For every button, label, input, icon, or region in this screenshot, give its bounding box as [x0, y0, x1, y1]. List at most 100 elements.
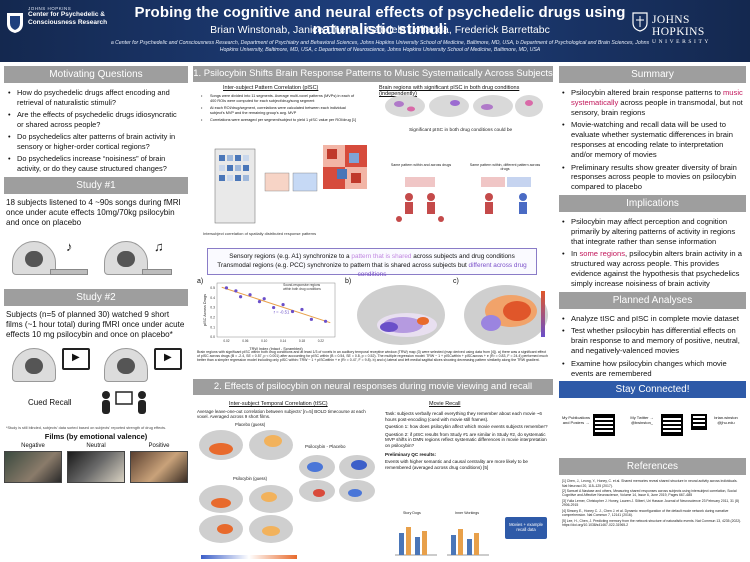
scatter-point — [262, 297, 266, 301]
inner-workings-title: Inner Workings — [455, 511, 480, 515]
publications-label: My Publications and Posters → — [561, 415, 590, 426]
list-item: Movie-watching and recall data will be u… — [562, 120, 743, 159]
recall-q1: Question 1: how does psilocybin affect w… — [385, 424, 548, 430]
mri-bed-icon — [142, 268, 172, 275]
poster-affiliations: a Center for Psychedelic and Consciousne… — [110, 40, 650, 53]
implications-list: Psilocybin may affect perception and cog… — [562, 217, 743, 289]
twitter-qr-code[interactable] — [661, 414, 683, 437]
logo-top-text: JOHNS HOPKINS — [28, 6, 72, 11]
schematic-caption: Intersubject correlation of spatially di… — [203, 231, 316, 236]
subject-matrix — [219, 155, 249, 181]
reference-item: [5] Lee, H., Chen, J. Predicting memory … — [562, 518, 742, 527]
music-note-icon: ♫ — [154, 238, 164, 254]
scatter-point — [224, 286, 229, 290]
film-icon — [62, 348, 90, 371]
film-thumbnail — [130, 451, 188, 484]
scatter-point — [323, 319, 328, 323]
poster-authors: Brian Winstonab, Janice Chenb , Gabriela… — [210, 24, 550, 36]
psilocybin-brain-maps — [199, 485, 293, 543]
panel-a-label: a) — [197, 278, 204, 285]
summary-list: Psilocybin altered brain response patter… — [562, 88, 743, 192]
difference-label: Psilocybin - Placebo — [305, 444, 346, 449]
list-item: Correlations were averaged per segment/s… — [201, 118, 361, 123]
scatter-point — [239, 295, 243, 299]
publications-qr-code[interactable] — [593, 414, 615, 437]
list-item: Examine how psilocybin changes which mov… — [562, 359, 743, 379]
recall-title: Movie Recall — [429, 401, 461, 407]
list-item: Test whether psilocybin has differential… — [562, 326, 743, 355]
placebo-brain-maps — [199, 430, 293, 460]
films-title: Films (by emotional valence) — [44, 432, 148, 442]
sync-line-1: Sensory regions (e.g. A1) synchronize to… — [229, 253, 515, 260]
sync-line-2: Transmodal regions (e.g. PCC) synchroniz… — [217, 262, 527, 278]
cpcr-logo: JOHNS HOPKINS Center for Psychedelic & C… — [4, 6, 120, 54]
mri-scanner-icon — [104, 240, 148, 275]
colorbar — [201, 555, 297, 559]
pisc-schematic: Intersubject correlation of spatially di… — [203, 145, 367, 236]
logo-center-name: Center for Psychedelic & Consciousness R… — [28, 11, 108, 26]
mri-scanner-icon — [104, 348, 148, 383]
planned-heading: Planned Analyses — [559, 291, 746, 309]
film-thumbnail — [4, 451, 62, 484]
placebo-label: Placebo (guess) — [235, 422, 266, 427]
movies-example-badge[interactable]: Movies + example recall data — [505, 517, 547, 539]
itsc-title: Inter-subject Temporal Correlation (tISC… — [229, 401, 328, 407]
list-item: Do psychedelics increase “noisiness” of … — [8, 154, 184, 173]
correlation-heatmap — [323, 145, 367, 189]
implications-heading: Implications — [559, 194, 746, 212]
list-item: Songs were divided into 11 segments. Ave… — [201, 94, 361, 103]
film-label: Neutral — [86, 443, 106, 450]
film-positive: Positive — [130, 443, 188, 484]
list-item: Are the effects of psychedelic drugs idi… — [8, 110, 184, 129]
section1-figure: Inter-subject Pattern Correlation (pISC)… — [193, 83, 553, 351]
email-qr-code[interactable] — [691, 414, 707, 431]
study1-figure: ♪ ♫ — [4, 233, 188, 289]
list-item: Do psychedelics alter patterns of brain … — [8, 132, 184, 151]
panel-b-label: b) — [345, 278, 352, 285]
scatter-point — [290, 309, 295, 314]
y-axis-label: pISC Across Drugs — [203, 294, 207, 326]
x-tick-label: 0.02 — [223, 339, 229, 343]
pattern-same-label: Same pattern within and across drugs — [390, 163, 452, 167]
films-row: Negative Neutral Positive — [4, 443, 188, 484]
scatter-point — [300, 307, 304, 312]
study1-text: 18 subjects listened to 4 ~90s songs dur… — [6, 198, 181, 228]
reference-item: [1] Chen, J., Leong, Y., Honey, C. et al… — [562, 479, 738, 488]
difference-brain-maps — [299, 455, 375, 502]
connect-heading: Stay Connected! — [559, 381, 746, 399]
right-column: Summary Psilocybin altered brain respons… — [559, 66, 746, 560]
scatter-point — [272, 305, 276, 310]
scatter-point — [248, 293, 252, 297]
x-tick-label: 0.06 — [242, 339, 248, 343]
prelim-text: Events with higher semantic and causal c… — [385, 459, 528, 470]
list-item: Psilocybin altered brain response patter… — [562, 88, 743, 117]
prelim-title: Preliminary QC results: — [385, 451, 437, 457]
y-tick-label: 0.2 — [210, 316, 215, 320]
planned-list: Analyze tISC and pISC in complete movie … — [562, 314, 743, 379]
jhu-logo: JOHNS HOPKINS UNIVERSITY — [632, 12, 744, 54]
study2-text: Subjects (n=5 of planned 30) watched 9 s… — [6, 309, 185, 340]
film-neutral: Neutral — [67, 443, 125, 484]
reference-item: [4] Simony E., Honey C. J., Chen J. et a… — [562, 508, 729, 517]
story-dogs-title: Story Dogs — [403, 511, 421, 515]
itsc-text: Average leave-one-out correlation betwee… — [197, 409, 366, 420]
poster-header: JOHNS HOPKINS Center for Psychedelic & C… — [0, 0, 750, 62]
recall-text: Task: subjects verbally recall everythin… — [385, 411, 551, 470]
email-label[interactable]: brian.winston @jhu.edu — [714, 415, 738, 426]
references-heading: References — [559, 458, 746, 476]
film-icon — [154, 348, 182, 371]
section1-heading: 1. Psilocybin Shifts Brain Response Patt… — [193, 66, 553, 82]
mri-bed-icon — [50, 268, 88, 275]
jhu-crest-icon — [632, 12, 648, 32]
pattern-diff-label: Same pattern within, different pattern a… — [469, 163, 541, 172]
section2-figure: Inter-subject Temporal Correlation (tISC… — [193, 399, 553, 562]
section1-caption: Brain regions with significant pISC with… — [197, 350, 548, 363]
legend-label: Sound-responsive regions — [283, 283, 320, 287]
recall-bar-charts — [395, 527, 489, 556]
y-tick-label: 0.3 — [210, 306, 215, 310]
x-axis-label: TRW Index (Intact - Scrambled) — [249, 347, 303, 351]
list-item: Psilocybin may affect perception and cog… — [562, 217, 743, 246]
sig-pisc-label: Significant pISC in both drug conditions… — [409, 128, 513, 133]
regions-title: Brain regions with significant pISC in b… — [379, 85, 520, 97]
